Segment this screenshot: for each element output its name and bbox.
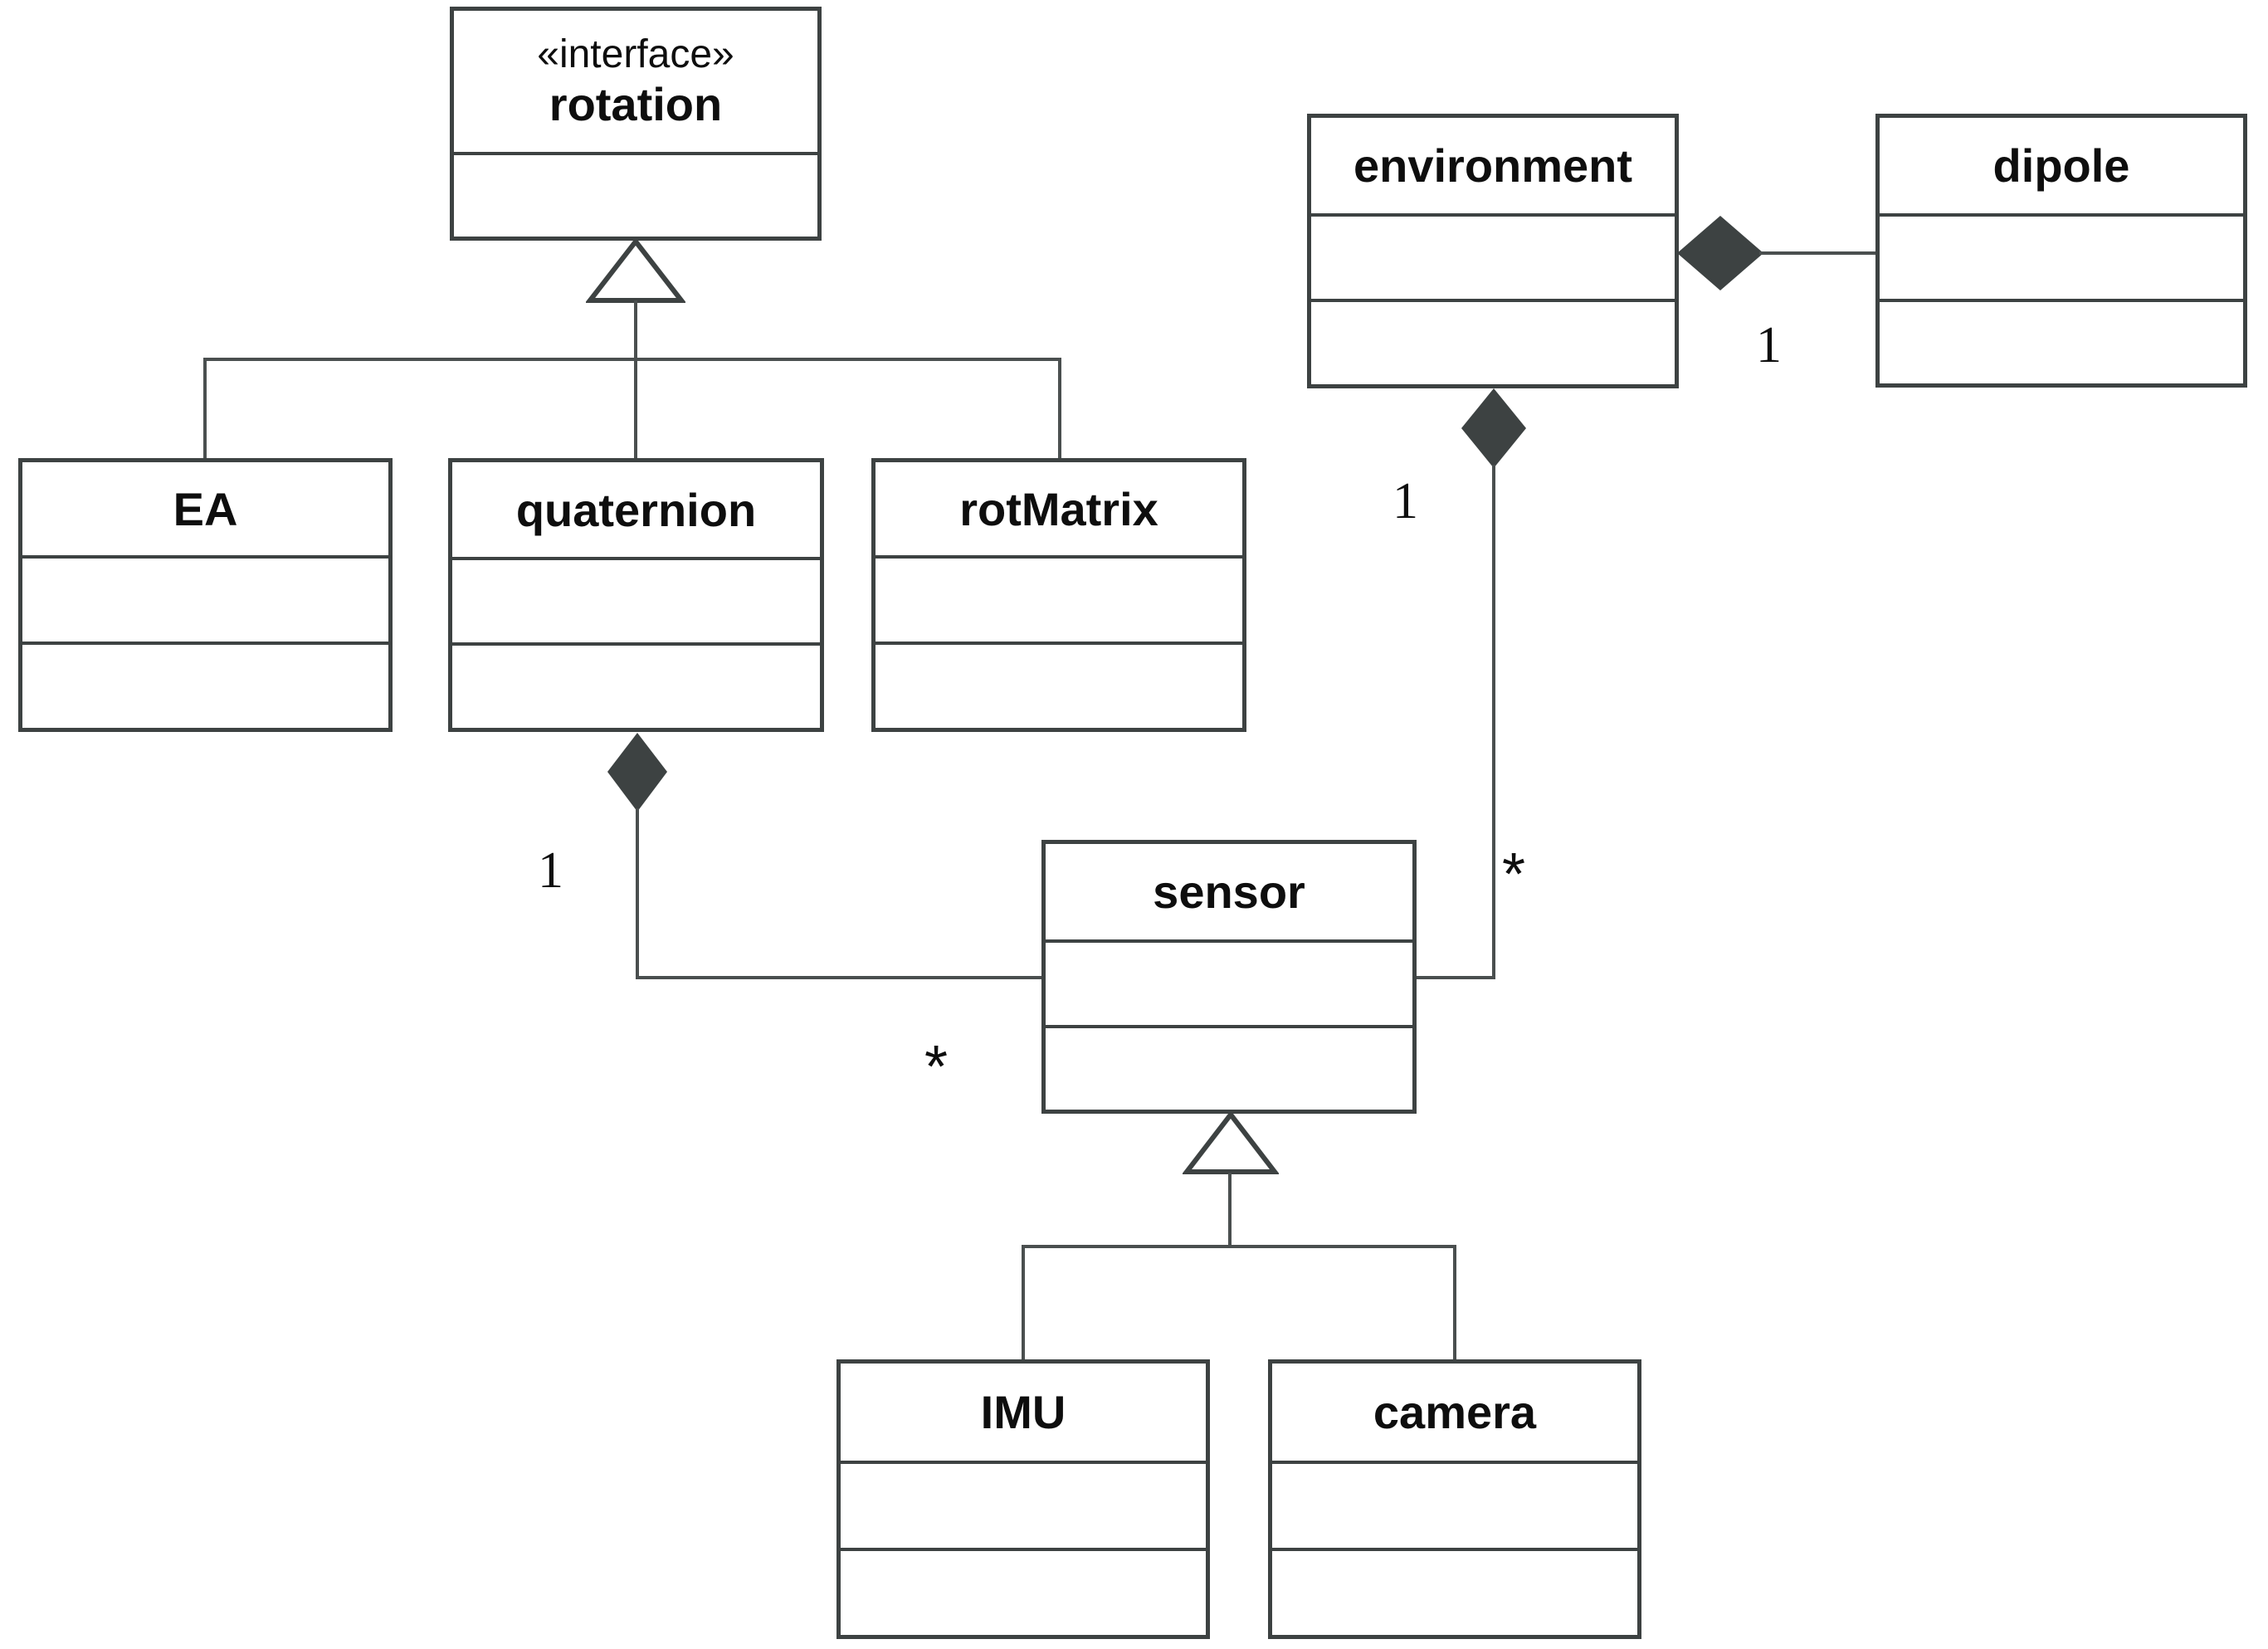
generalization-triangle-rotation <box>586 238 685 303</box>
generalization-triangle-sensor <box>1183 1111 1279 1174</box>
generalization-drop-imu <box>1022 1245 1025 1359</box>
class-rotmatrix-name: rotMatrix <box>959 482 1158 535</box>
class-sensor-attributes <box>1046 939 1412 1025</box>
class-imu-operations <box>841 1548 1206 1635</box>
class-environment-operations <box>1311 299 1675 384</box>
class-environment-attributes <box>1311 213 1675 299</box>
multiplicity-sensor-end-left: * <box>924 1034 949 1100</box>
multiplicity-sensor-end-right: * <box>1502 842 1526 908</box>
multiplicity-quaternion-end: 1 <box>538 842 563 899</box>
class-imu: IMU <box>836 1359 1210 1639</box>
class-imu-name: IMU <box>980 1386 1066 1438</box>
multiplicity-dipole-end: 1 <box>1756 317 1782 373</box>
class-rotation-title: «interface» rotation <box>454 11 817 152</box>
class-dipole-operations <box>1880 298 2243 384</box>
class-rotation-name: rotation <box>549 78 723 130</box>
generalization-drop-rotmatrix <box>1058 358 1061 458</box>
class-dipole-attributes <box>1880 213 2243 299</box>
class-sensor-name: sensor <box>1153 866 1305 918</box>
class-environment: environment <box>1307 114 1679 388</box>
association-hline-quaternion-sensor <box>636 976 1041 979</box>
generalization-bus-sensor <box>1022 1245 1456 1248</box>
class-rotmatrix: rotMatrix <box>871 458 1246 732</box>
class-camera-name: camera <box>1373 1386 1537 1438</box>
class-quaternion: quaternion <box>448 458 824 732</box>
composition-diamond-quaternion-sensor <box>607 733 667 812</box>
generalization-stem-sensor <box>1228 1173 1232 1248</box>
generalization-drop-camera <box>1453 1245 1456 1359</box>
composition-diamond-environment-dipole <box>1677 216 1763 290</box>
class-quaternion-attributes <box>452 557 820 642</box>
class-environment-name: environment <box>1353 139 1633 192</box>
class-rotation-compartment <box>454 152 817 237</box>
class-rotmatrix-operations <box>875 642 1242 728</box>
association-line-environment-dipole <box>1759 251 1875 255</box>
class-ea-attributes <box>22 555 388 642</box>
association-hline-environment-sensor <box>1417 976 1495 979</box>
composition-diamond-environment-sensor <box>1461 388 1526 468</box>
class-rotation: «interface» rotation <box>450 7 822 241</box>
class-rotmatrix-attributes <box>875 555 1242 642</box>
multiplicity-environment-end: 1 <box>1393 473 1418 529</box>
association-vline-quaternion-sensor <box>636 808 639 979</box>
class-ea-name: EA <box>173 482 238 535</box>
association-vline-environment-sensor <box>1492 465 1495 979</box>
class-sensor: sensor <box>1041 840 1417 1114</box>
class-quaternion-name: quaternion <box>515 483 757 536</box>
class-camera-operations <box>1272 1548 1637 1635</box>
class-camera-attributes <box>1272 1461 1637 1548</box>
class-sensor-operations <box>1046 1024 1412 1110</box>
class-imu-attributes <box>841 1461 1206 1548</box>
class-dipole-name: dipole <box>1992 139 2130 192</box>
class-rotation-stereotype: «interface» <box>537 32 734 76</box>
generalization-drop-ea <box>203 358 207 458</box>
class-quaternion-operations <box>452 642 820 728</box>
generalization-drop-quaternion <box>634 358 637 458</box>
class-ea: EA <box>18 458 393 732</box>
class-camera: camera <box>1268 1359 1641 1639</box>
generalization-stem <box>634 300 637 361</box>
class-dipole: dipole <box>1875 114 2247 388</box>
generalization-bus <box>203 358 1061 361</box>
class-ea-operations <box>22 642 388 728</box>
